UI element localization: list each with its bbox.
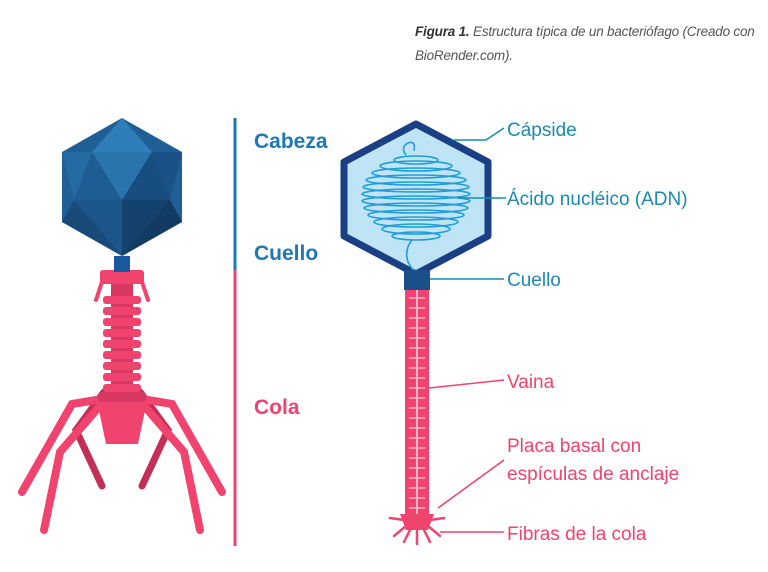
figure-caption: Figura 1. Estructura típica de un bacter… bbox=[415, 20, 760, 68]
head-capsid bbox=[62, 118, 182, 256]
label-tail: Cola bbox=[254, 396, 300, 419]
label-baseplate-line2: espículas de anclaje bbox=[507, 464, 679, 485]
collar bbox=[100, 270, 144, 284]
baseplate bbox=[96, 396, 148, 444]
leader-lines bbox=[428, 127, 506, 533]
tail-fiber-spikes bbox=[388, 516, 446, 546]
tail-fibers-front bbox=[18, 394, 226, 534]
phage-cross-section bbox=[340, 120, 492, 546]
label-capsid: Cápside bbox=[507, 120, 577, 141]
label-tail-fibers: Fibras de la cola bbox=[507, 524, 647, 545]
neck bbox=[114, 256, 130, 272]
label-baseplate-line1: Placa basal con bbox=[507, 436, 641, 457]
caption-prefix: Figura 1. bbox=[415, 24, 470, 39]
label-nucleic-acid: Ácido nucléico (ADN) bbox=[507, 189, 688, 210]
tail-sheath-rings bbox=[103, 296, 141, 392]
label-neck-right: Cuello bbox=[507, 270, 561, 291]
dna-coil bbox=[361, 141, 471, 273]
caption-text: Estructura típica de un bacteriófago (Cr… bbox=[415, 24, 755, 63]
phage-external-view bbox=[18, 118, 226, 534]
baseplate-section bbox=[400, 514, 434, 530]
neck-section bbox=[404, 270, 430, 290]
label-sheath: Vaina bbox=[507, 372, 555, 393]
label-head: Cabeza bbox=[254, 130, 328, 153]
label-neck-left: Cuello bbox=[254, 242, 318, 265]
collar-whiskers bbox=[94, 280, 150, 302]
